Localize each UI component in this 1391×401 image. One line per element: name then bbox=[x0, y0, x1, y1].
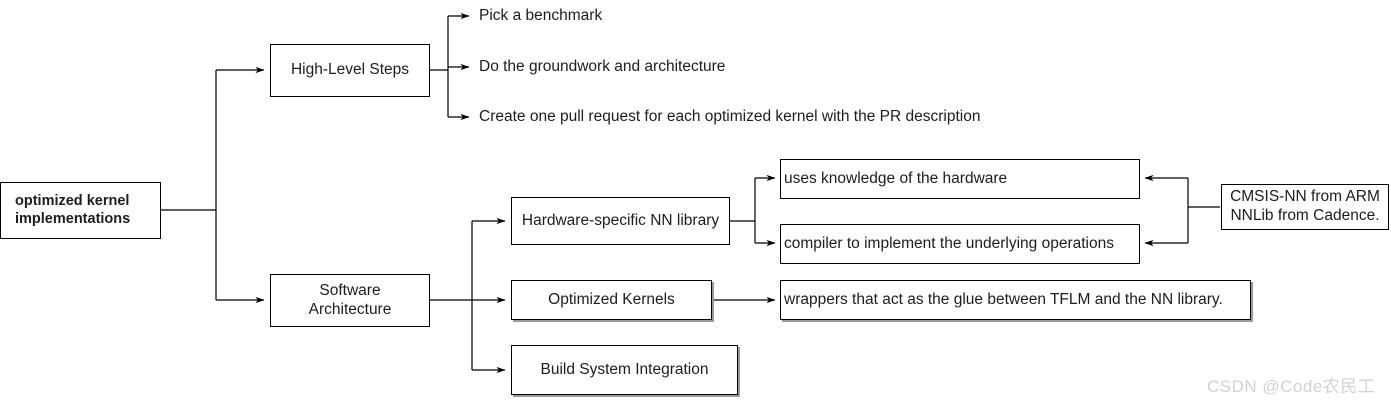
step-label-groundwork-and-architecture: Do the groundwork and architecture bbox=[479, 57, 725, 77]
node-label: High-Level Steps bbox=[290, 61, 410, 79]
node-label: Optimized Kernels bbox=[548, 290, 675, 308]
node-vendor-nn-libraries[interactable]: CMSIS-NN from ARM NNLib from Cadence. bbox=[1221, 184, 1389, 230]
node-hardware-specific-nn-library[interactable]: Hardware-specific NN library bbox=[511, 197, 730, 245]
node-wrappers-glue-tflm[interactable]: wrappers that act as the glue between TF… bbox=[780, 280, 1251, 320]
node-optimized-kernel-implementations[interactable]: optimized kernel implementations bbox=[0, 182, 161, 239]
node-compiler-underlying-operations[interactable]: compiler to implement the underlying ope… bbox=[780, 224, 1140, 264]
node-label: compiler to implement the underlying ope… bbox=[784, 234, 1114, 252]
node-label: wrappers that act as the glue between TF… bbox=[784, 290, 1223, 308]
step-label-pick-a-benchmark: Pick a benchmark bbox=[479, 6, 602, 26]
node-build-system-integration[interactable]: Build System Integration bbox=[511, 345, 738, 395]
step-text: Do the groundwork and architecture bbox=[479, 57, 726, 75]
node-uses-knowledge-of-the-hardware[interactable]: uses knowledge of the hardware bbox=[780, 159, 1140, 199]
node-label: optimized kernel implementations bbox=[15, 193, 131, 227]
step-label-create-pull-request: Create one pull request for each optimiz… bbox=[479, 107, 980, 127]
node-label: CMSIS-NN from ARM NNLib from Cadence. bbox=[1230, 188, 1380, 224]
node-label: uses knowledge of the hardware bbox=[784, 169, 1008, 187]
node-label: Hardware-specific NN library bbox=[521, 211, 720, 229]
node-optimized-kernels[interactable]: Optimized Kernels bbox=[511, 280, 712, 320]
step-text: Pick a benchmark bbox=[479, 6, 603, 24]
node-high-level-steps[interactable]: High-Level Steps bbox=[270, 44, 430, 97]
node-label: Build System Integration bbox=[540, 360, 709, 378]
csdn-watermark: CSDN @Code农民工 bbox=[1207, 377, 1376, 396]
node-label: Software Architecture bbox=[308, 281, 392, 318]
step-text: Create one pull request for each optimiz… bbox=[479, 107, 981, 125]
node-software-architecture[interactable]: Software Architecture bbox=[270, 274, 430, 327]
